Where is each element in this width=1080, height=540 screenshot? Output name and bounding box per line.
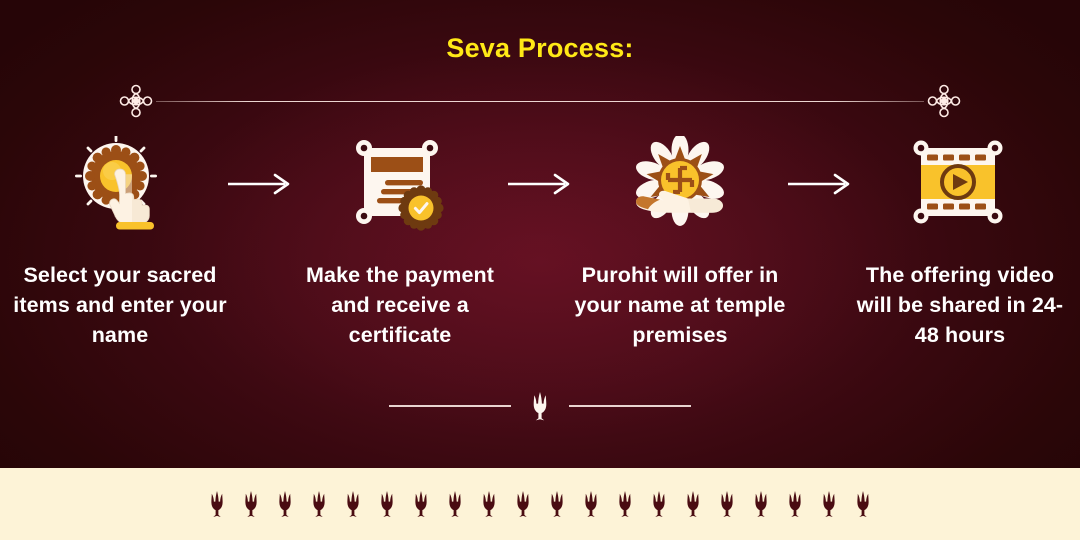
main-stage: Seva Process: [0, 0, 1080, 468]
top-ornamental-rule [118, 83, 962, 119]
hand-click-sunburst-icon [66, 134, 174, 234]
trishul-icon [204, 487, 230, 521]
ornamental-line [156, 100, 924, 102]
trishul-icon [272, 487, 298, 521]
step-2: Make the payment and receive a certifica… [298, 134, 503, 350]
trishul-icon [238, 487, 264, 521]
trishul-icon [748, 487, 774, 521]
trishul-icon [544, 487, 570, 521]
step-1-label: Select your sacred items and enter your … [13, 263, 227, 347]
knot-ornament-icon [926, 83, 962, 119]
arrow-right-icon [223, 134, 298, 234]
hand-offering-swastika-icon [626, 134, 734, 234]
divider-line-right [569, 405, 691, 407]
divider-line-left [389, 405, 511, 407]
certificate-seal-icon [346, 134, 454, 234]
step-4: The offering video will be shared in 24-… [857, 134, 1063, 350]
step-3: Purohit will offer in your name at templ… [575, 134, 785, 350]
trishul-icon [612, 487, 638, 521]
trishul-icon [306, 487, 332, 521]
bottom-trishul-band [0, 468, 1080, 540]
step-1: Select your sacred items and enter your … [13, 134, 227, 350]
trishul-icon [646, 487, 672, 521]
trishul-icon [525, 390, 555, 422]
trishul-divider [0, 390, 1080, 422]
trishul-icon [680, 487, 706, 521]
trishul-icon [850, 487, 876, 521]
knot-ornament-icon [118, 83, 154, 119]
page-title: Seva Process: [446, 33, 634, 63]
step-3-label: Purohit will offer in your name at templ… [574, 263, 786, 347]
trishul-icon [476, 487, 502, 521]
trishul-icon [816, 487, 842, 521]
trishul-icon [714, 487, 740, 521]
trishul-icon [578, 487, 604, 521]
trishul-icon [374, 487, 400, 521]
step-2-label: Make the payment and receive a certifica… [306, 263, 494, 347]
steps-row: Select your sacred items and enter your … [0, 134, 1080, 350]
film-strip-play-icon [906, 134, 1014, 234]
trishul-icon [442, 487, 468, 521]
arrow-right-icon [783, 134, 858, 234]
trishul-icon [340, 487, 366, 521]
arrow-right-icon [503, 134, 578, 234]
trishul-icon [408, 487, 434, 521]
step-4-label: The offering video will be shared in 24-… [856, 263, 1064, 347]
trishul-icon [782, 487, 808, 521]
trishul-icon [510, 487, 536, 521]
